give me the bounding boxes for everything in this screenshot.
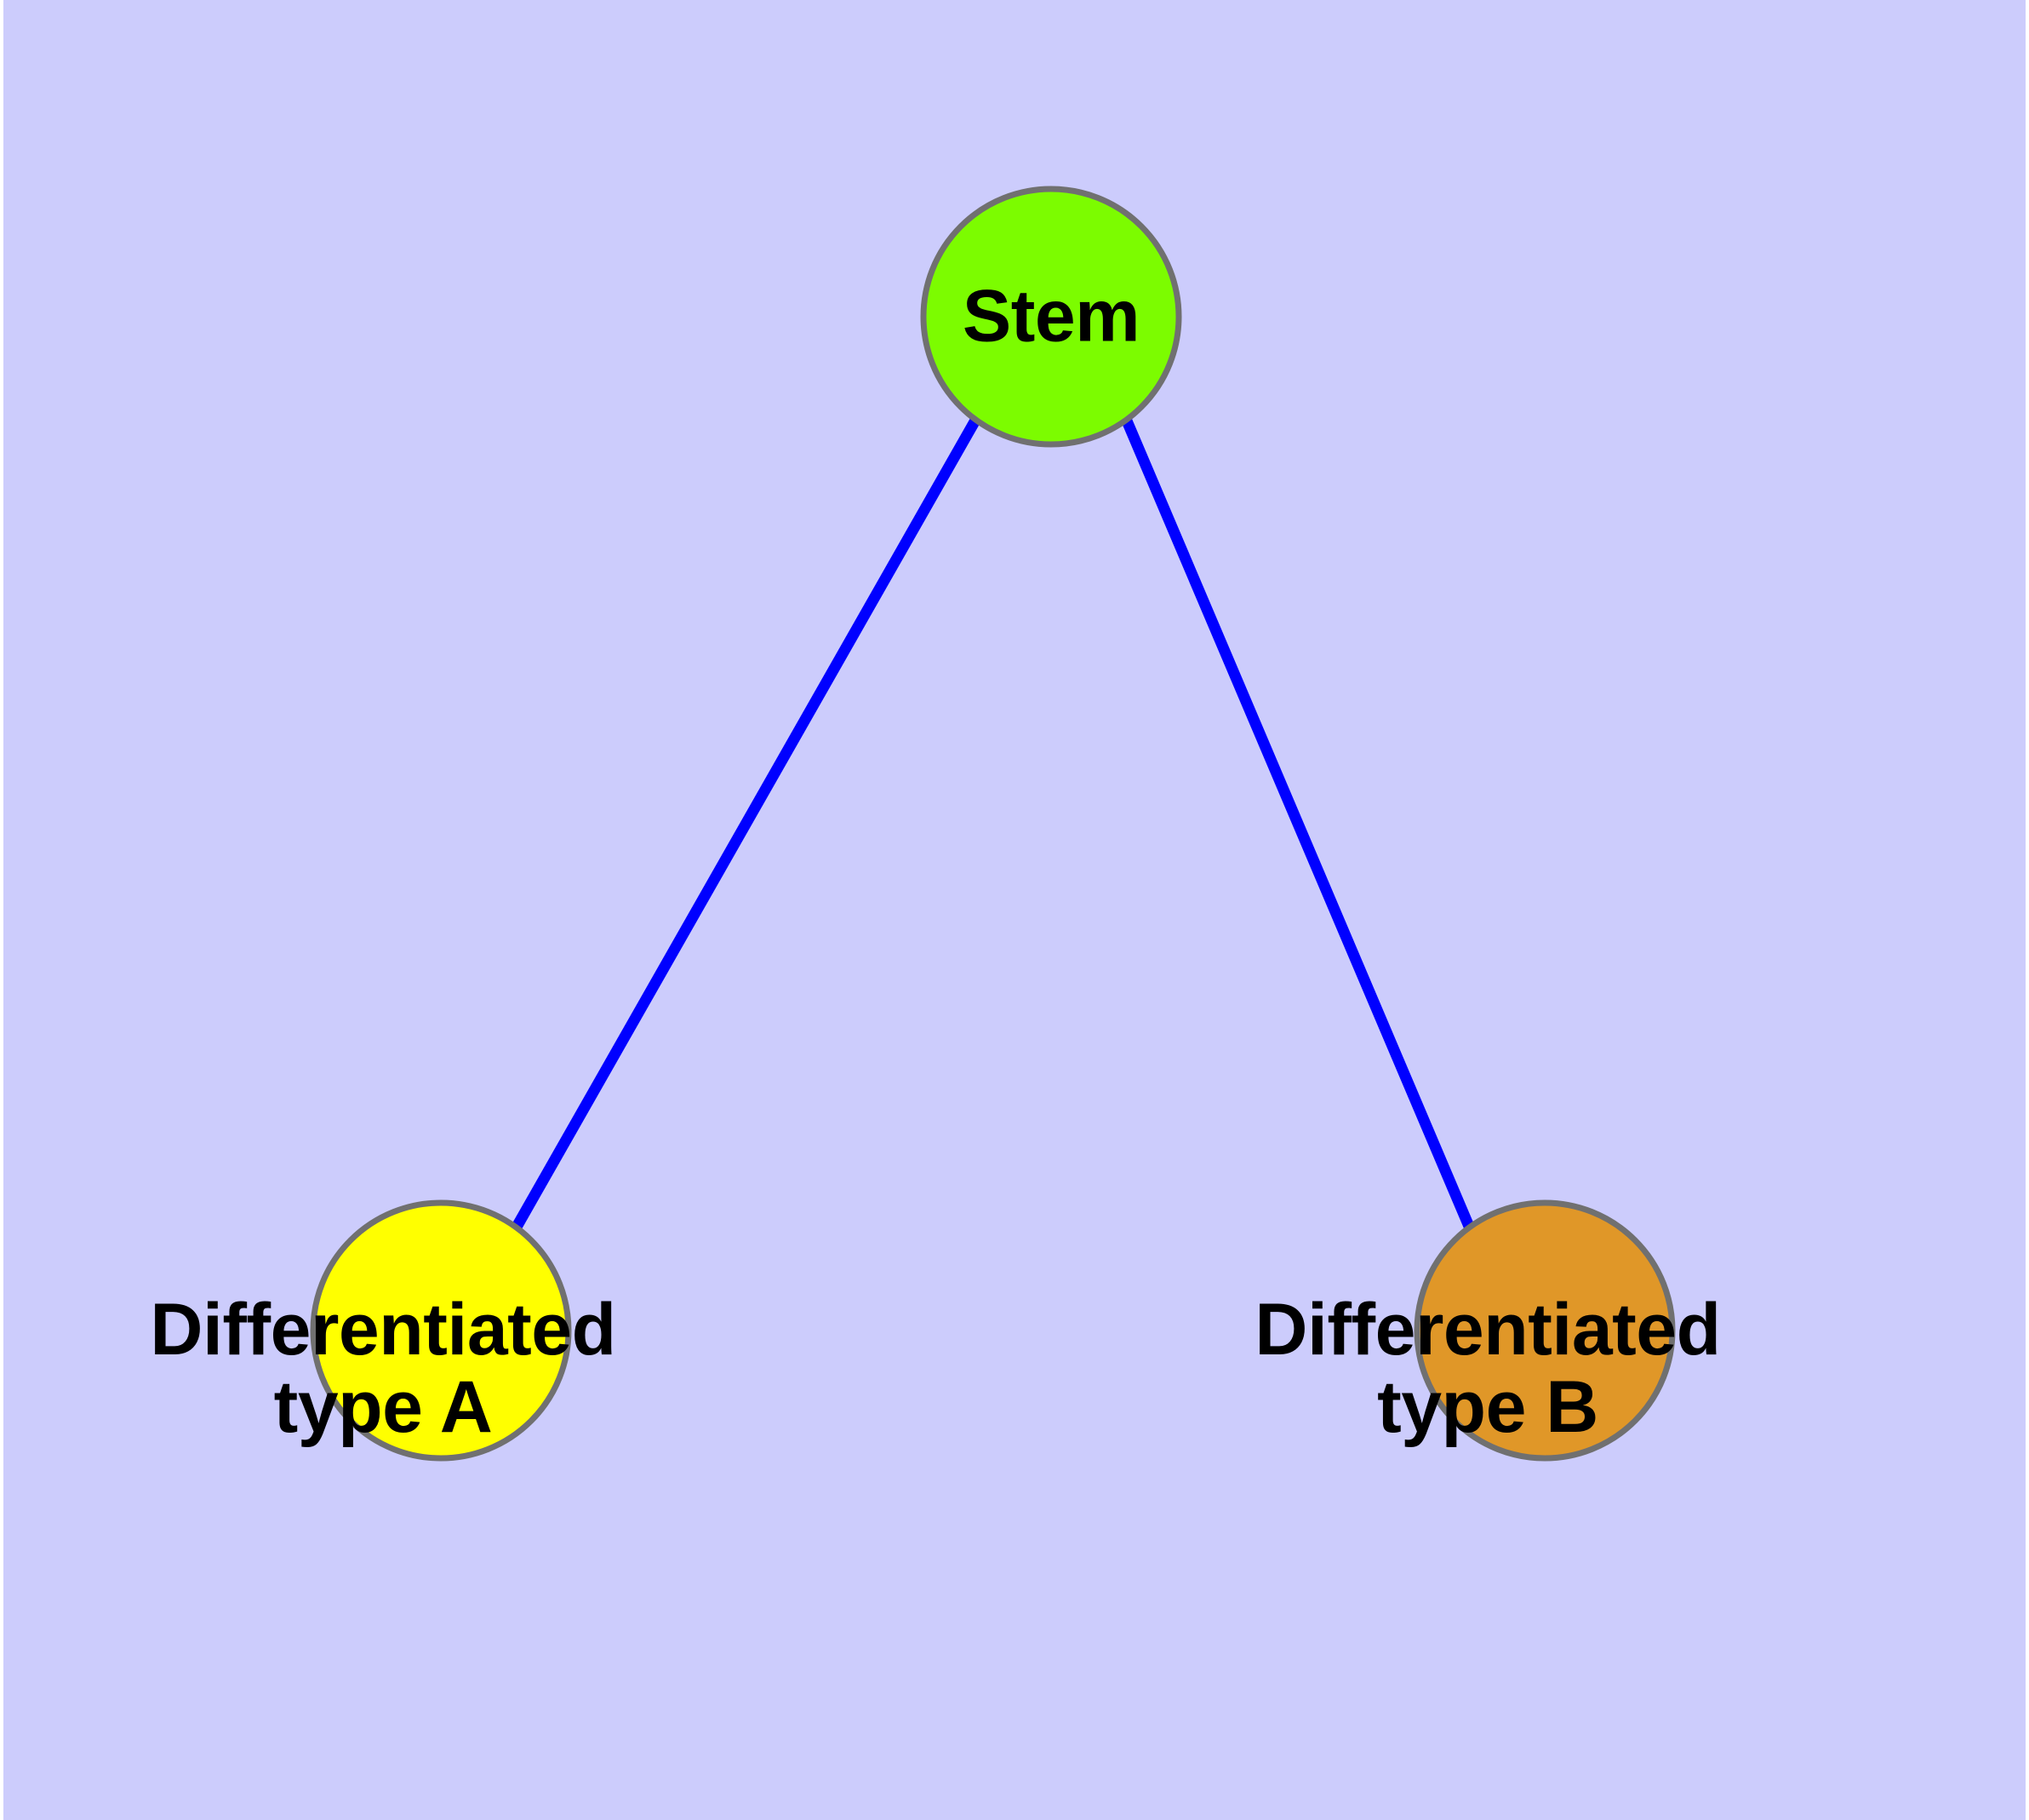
edge-layer bbox=[511, 415, 1475, 1232]
node-differentiated-type-a[interactable] bbox=[310, 1199, 572, 1462]
edge-stem-to-differentiated-type-a[interactable] bbox=[511, 415, 981, 1232]
node-stem[interactable] bbox=[920, 186, 1182, 448]
node-layer bbox=[310, 186, 1676, 1462]
edge-stem-to-differentiated-type-b[interactable] bbox=[1121, 416, 1475, 1231]
node-differentiated-type-b[interactable] bbox=[1414, 1199, 1676, 1462]
